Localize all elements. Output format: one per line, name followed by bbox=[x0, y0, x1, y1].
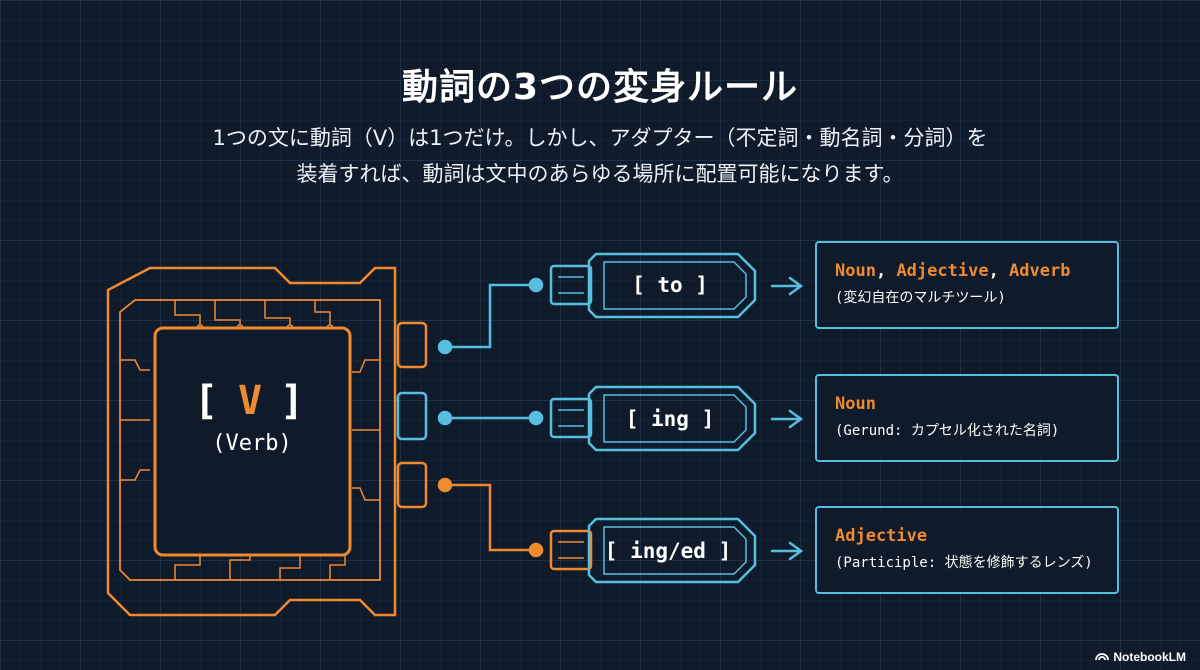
arrow-right-icon bbox=[770, 409, 804, 429]
result-to-main: Noun, Adjective, Adverb bbox=[835, 261, 1071, 281]
subtitle: 1つの文に動詞（V）は1つだけ。しかし、アダプター（不定詞・動名詞・分詞）を 装… bbox=[0, 120, 1200, 192]
adapter-ing-ed: [ ing/ed ] bbox=[549, 517, 757, 584]
chip-bracket-close: ] bbox=[280, 378, 304, 424]
verb-chip bbox=[106, 266, 428, 617]
result-box-to: Noun, Adjective, Adverb (変幻自在のマルチツール) bbox=[815, 241, 1119, 329]
connector-node bbox=[437, 410, 453, 426]
connector-to bbox=[437, 277, 544, 355]
result-to-adverb: Adverb bbox=[1009, 261, 1071, 281]
result-ing-ed-description: (Participle: 状態を修飾するレンズ) bbox=[835, 555, 1093, 571]
result-ing-description: (Gerund: カプセル化された名詞) bbox=[835, 423, 1060, 439]
connector-ing bbox=[437, 410, 544, 426]
page-title: 動詞の3つの変身ルール bbox=[401, 67, 799, 108]
connector-node bbox=[528, 277, 544, 293]
connector-node bbox=[528, 542, 544, 558]
result-ing-ed-main: Adjective bbox=[835, 526, 928, 546]
chip-symbol: [ V ] bbox=[194, 378, 304, 424]
arrow-right-icon bbox=[770, 541, 804, 561]
arrows bbox=[770, 276, 804, 561]
connector-ing-ed bbox=[437, 477, 544, 558]
chip-label: (Verb) bbox=[212, 431, 291, 456]
watermark-text: NotebookLM bbox=[1113, 650, 1186, 664]
result-to-noun: Noun bbox=[835, 261, 876, 281]
result-box-ing: Noun (Gerund: カプセル化された名詞) bbox=[815, 374, 1119, 462]
result-box-ing-ed: Adjective (Participle: 状態を修飾するレンズ) bbox=[815, 506, 1119, 594]
connector-node bbox=[528, 410, 544, 426]
adapter-to: [ to ] bbox=[549, 252, 757, 319]
subtitle-line-1: 1つの文に動詞（V）は1つだけ。しかし、アダプター（不定詞・動名詞・分詞）を bbox=[212, 126, 988, 150]
result-to-description: (変幻自在のマルチツール) bbox=[835, 290, 1006, 306]
adapter-ing: [ ing ] bbox=[549, 385, 757, 452]
chip-symbol-v: V bbox=[238, 378, 262, 424]
subtitle-line-2: 装着すれば、動詞は文中のあらゆる場所に配置可能になります。 bbox=[296, 162, 904, 186]
notebooklm-watermark: NotebookLM bbox=[1095, 650, 1186, 664]
adapter-ing-ed-label: [ ing/ed ] bbox=[605, 539, 731, 563]
result-ing-main: Noun bbox=[835, 394, 876, 414]
notebooklm-logo-icon bbox=[1095, 650, 1110, 664]
adapter-ing-label: [ ing ] bbox=[626, 407, 715, 431]
arrow-right-icon bbox=[770, 276, 804, 296]
connector-node bbox=[437, 477, 453, 493]
connector-node bbox=[437, 339, 453, 355]
chip-bracket-open: [ bbox=[194, 378, 218, 424]
adapter-to-label: [ to ] bbox=[632, 273, 708, 297]
result-to-adjective: Adjective bbox=[896, 261, 989, 281]
